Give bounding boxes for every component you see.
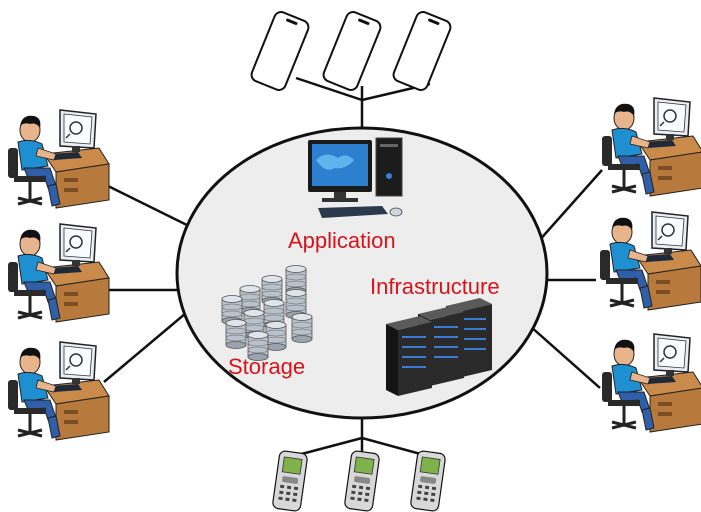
- user-at-computer-icon-left-1: [6, 108, 111, 210]
- user-at-computer-icon-right-3: [600, 332, 701, 434]
- user-at-computer-icon-left-2: [6, 222, 111, 324]
- mobile-phone-icon-1: [271, 449, 309, 512]
- mobile-phone-icon-2: [343, 449, 381, 512]
- infrastructure-label: Infrastructure: [370, 274, 500, 299]
- user-at-computer-icon-left-3: [6, 340, 111, 442]
- smartphone-icon-3: [390, 8, 454, 94]
- user-at-computer-icon-right-2: [598, 210, 701, 312]
- application-label: Application: [288, 228, 396, 253]
- user-at-computer-icon-right-1: [600, 96, 701, 198]
- desktop-computer-icon: [308, 137, 403, 218]
- mobile-phone-icon-3: [409, 449, 447, 512]
- storage-label: Storage: [228, 354, 305, 379]
- smartphone-icon-2: [320, 8, 384, 94]
- connection-lines: [103, 76, 603, 458]
